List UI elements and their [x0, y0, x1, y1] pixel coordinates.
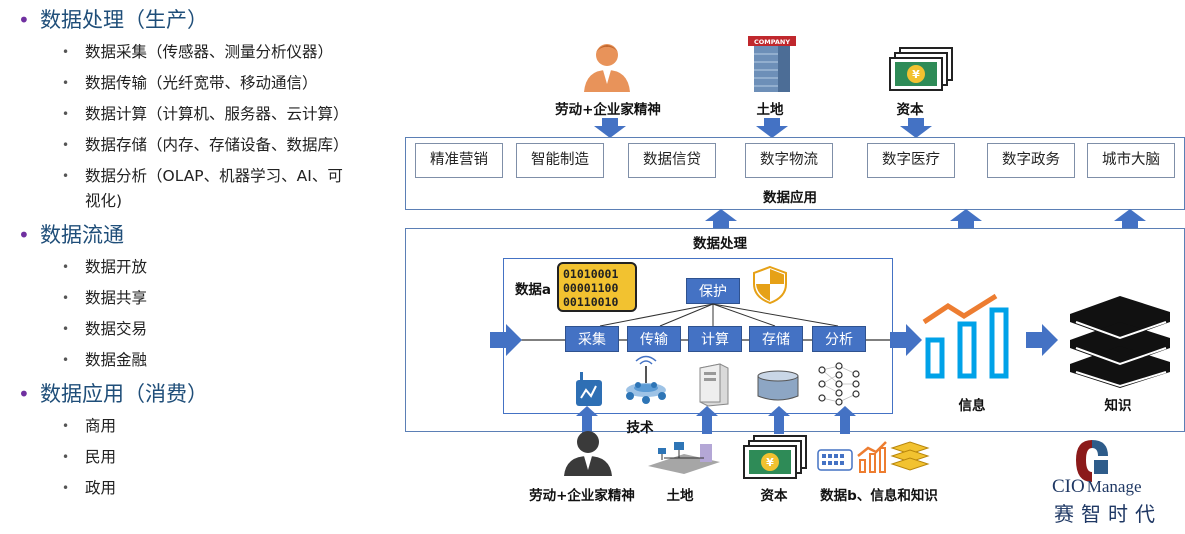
right-arrow-icon: [1026, 324, 1058, 356]
logo-cio: CIO: [1052, 476, 1085, 497]
worker-dark-icon: [564, 431, 612, 476]
outline: 数据处理（生产） 数据采集（传感器、测量分析仪器） 数据传输（光纤宽带、移动通信…: [18, 4, 388, 504]
protect-box: 保护: [686, 278, 740, 304]
step-analyze: 分析: [812, 326, 866, 352]
tech-label: 技术: [626, 420, 654, 436]
app-item: 智能制造: [516, 143, 604, 178]
outline-item-continued: 视化): [85, 192, 123, 210]
bottom-input-label: 资本: [760, 488, 788, 504]
outline-item: 商用: [18, 411, 388, 442]
outline-item: 数据采集（传感器、测量分析仪器）: [18, 37, 388, 68]
up-arrow-icon: [1114, 209, 1146, 229]
app-item: 数字物流: [745, 143, 833, 178]
bottom-input-label: 土地: [666, 488, 694, 504]
binary-line: 00110010: [563, 295, 619, 309]
outline-item: 数据计算（计算机、服务器、云计算）: [18, 99, 388, 130]
outline-item: 数据存储（内存、存储设备、数据库）: [18, 130, 388, 161]
app-section-label: 数据应用: [763, 190, 817, 206]
binary-line: 00001100: [563, 281, 619, 295]
down-arrow-icon: [594, 118, 626, 138]
bottom-input-label: 劳动+企业家精神: [529, 488, 635, 504]
down-arrow-icon: [756, 118, 788, 138]
up-arrow-icon: [696, 406, 718, 434]
binary-line: 01010001: [563, 267, 619, 281]
app-item: 数据信贷: [628, 143, 716, 178]
up-arrow-icon: [768, 406, 790, 434]
worker-icon: [584, 44, 630, 92]
antenna-network-icon: [626, 355, 666, 404]
protect-fan-arrows: [599, 303, 839, 327]
sensor-icon: [576, 372, 602, 406]
svg-text:¥: ¥: [766, 456, 774, 469]
step-collect: 采集: [565, 326, 619, 352]
right-arrow-icon: [890, 324, 922, 356]
outline-item: 数据共享: [18, 283, 388, 314]
knowledge-label: 知识: [1104, 398, 1132, 414]
logo-manage: Manage: [1086, 477, 1142, 496]
outline-heading-circulation: 数据流通: [18, 219, 388, 252]
top-input-label: 土地: [756, 102, 784, 118]
bottom-input-label: 数据b、信息和知识: [820, 488, 938, 504]
company-building-icon: COMPANY: [748, 36, 796, 92]
up-arrow-icon: [576, 406, 598, 434]
outline-item: 政用: [18, 473, 388, 504]
info-bar-chart-icon: [922, 293, 1009, 379]
app-item: 数字医疗: [867, 143, 955, 178]
money-stack-icon: ¥: [743, 435, 807, 479]
up-arrow-icon: [950, 209, 982, 229]
app-item: 城市大脑: [1087, 143, 1175, 178]
down-arrow-icon: [900, 118, 932, 138]
app-item: 精准营销: [415, 143, 503, 178]
app-item: 数字政务: [987, 143, 1075, 178]
database-icon: [757, 370, 799, 401]
step-compute: 计算: [688, 326, 742, 352]
outline-heading-application: 数据应用（消费）: [18, 378, 388, 411]
outline-item: 数据传输（光纤宽带、移动通信）: [18, 68, 388, 99]
logo-chinese: 赛智时代: [1054, 504, 1162, 526]
shield-icon: [753, 265, 787, 305]
server-icon: [699, 363, 729, 407]
outline-item: 数据开放: [18, 252, 388, 283]
books-icon: [1070, 296, 1170, 388]
company-sign: COMPANY: [754, 38, 790, 46]
top-input-label: 资本: [896, 102, 924, 118]
outline-item: 数据分析（OLAP、机器学习、AI、可: [18, 161, 388, 192]
step-store: 存储: [749, 326, 803, 352]
up-arrow-icon: [834, 406, 856, 434]
svg-text:¥: ¥: [912, 68, 920, 81]
data-a-label: 数据a: [514, 282, 552, 298]
money-stack-icon: ¥: [889, 47, 953, 91]
processing-label: 数据处理: [693, 236, 747, 252]
outline-item: 民用: [18, 442, 388, 473]
data-info-knowledge-icon: [817, 441, 930, 473]
binary-data-icon: 01010001 00001100 00110010: [557, 262, 637, 312]
top-input-label: 劳动+企业家精神: [555, 102, 661, 118]
info-label: 信息: [958, 398, 986, 414]
up-arrow-icon: [705, 209, 737, 229]
cio-manage-logo: [1076, 440, 1108, 482]
land-network-icon: [648, 442, 720, 474]
outline-heading-processing: 数据处理（生产）: [18, 4, 388, 37]
neural-network-icon: [818, 362, 860, 406]
left-input-arrow-icon: [490, 324, 522, 356]
outline-item: 数据金融: [18, 345, 388, 376]
outline-item: 数据交易: [18, 314, 388, 345]
step-transmit: 传输: [627, 326, 681, 352]
